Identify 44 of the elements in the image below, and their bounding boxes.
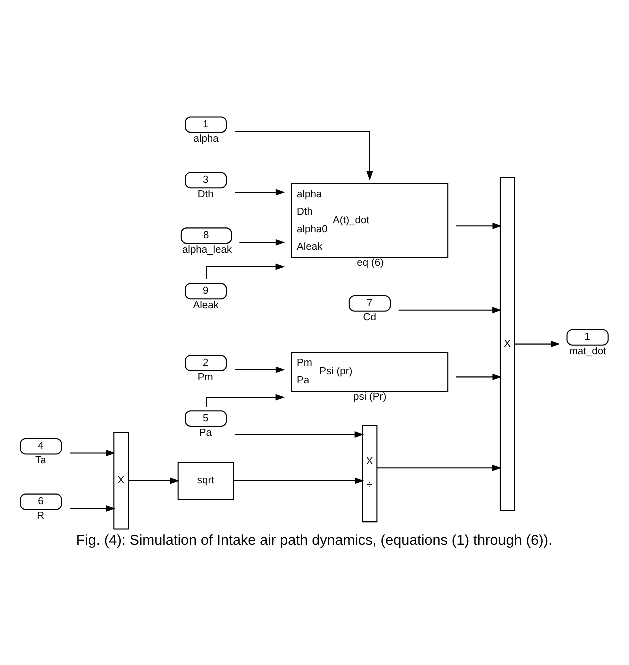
arrow: [398, 306, 502, 314]
node-label: R: [37, 510, 44, 522]
node-box: 1: [566, 328, 609, 346]
node-box: X ÷: [362, 424, 378, 522]
node-box: 5: [185, 410, 228, 427]
arrow: [235, 130, 374, 180]
node-box: X: [500, 176, 516, 511]
arrow: [206, 394, 286, 406]
arrow: [456, 222, 502, 229]
arrow: [377, 464, 502, 471]
arrow: [515, 340, 560, 348]
node-box: 2: [185, 354, 228, 372]
arrow: [70, 504, 116, 512]
node-box: 6: [20, 493, 62, 510]
node-label: alpha: [194, 133, 219, 144]
node-box: 9: [185, 282, 228, 300]
node-label: mat_dot: [569, 346, 606, 358]
node-box: X: [114, 432, 130, 530]
node-label: Pm: [198, 372, 214, 383]
arrow: [235, 366, 286, 373]
node-box: 1: [185, 116, 228, 133]
caption: Fig. (4): Simulation of Intake air path dynamics, (equations (1) through (6)).: [76, 532, 553, 548]
node-label: Ta: [36, 454, 46, 466]
node-box: 8: [180, 227, 232, 244]
arrow: [235, 188, 286, 196]
arrow: [206, 263, 286, 279]
arrow: [235, 430, 364, 438]
arrow: [128, 477, 180, 484]
arrow: [456, 373, 502, 380]
node-box: 3: [185, 172, 228, 188]
node-label: Cd: [363, 312, 376, 324]
node-label: eq (6): [357, 258, 384, 269]
arrow: [240, 238, 286, 246]
node-label: Dth: [198, 188, 214, 200]
node-label: alpha_leak: [182, 244, 232, 256]
arrow: [234, 477, 364, 484]
node-label: Pa: [199, 427, 212, 438]
node-label: Aleak: [193, 300, 219, 311]
node-box: sqrt: [178, 461, 234, 500]
node-label: psi (Pr): [354, 391, 387, 402]
node-box: Pm Psi (pr) Pa: [291, 352, 449, 392]
node-box: 4: [20, 438, 62, 454]
node-box: 7: [348, 295, 392, 312]
arrow: [70, 449, 116, 456]
